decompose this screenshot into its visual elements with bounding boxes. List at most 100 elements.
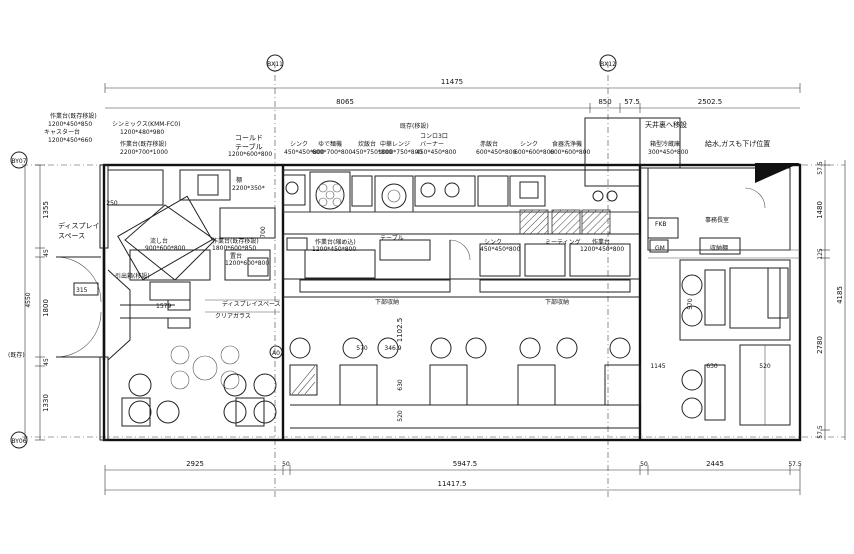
dim-seg-c: 57.5 — [624, 98, 640, 106]
marker-by07: BY07 — [11, 158, 26, 165]
label-burner-size: 450*450*800 — [416, 149, 457, 156]
label-clear: クリアガラス — [215, 312, 251, 320]
label-sakugyoudai2: 作業台(既存移設) — [120, 140, 167, 148]
label-jimu: 事務長室 — [705, 216, 729, 224]
left-dining — [121, 345, 277, 427]
dim-bottom-f: 57.5 — [788, 461, 802, 468]
label-cold-size: 1200*600*800 — [228, 151, 272, 158]
label-space: スペース — [58, 232, 85, 240]
dim-left-1: 1355 — [42, 201, 50, 219]
entrance-doors — [55, 256, 102, 358]
label-bx-left: (既存) — [8, 351, 25, 359]
equipment-labels: 作業台(既存移設) 1200*450*850 キャスター台 1200*450*6… — [8, 112, 770, 359]
label-sink3-size: 450*450*800 — [480, 246, 521, 253]
label-kitchenmix: シンミックス(KMM-FC0) — [112, 121, 180, 128]
dim-seg-a: 8065 — [336, 98, 354, 106]
label-sink1-size: 450*450*800 — [284, 149, 325, 156]
label-display: ディスプレイ — [58, 221, 100, 230]
marker-bx12: BX12 — [600, 61, 616, 68]
dim-r-630: 630 — [706, 363, 718, 370]
dimension-texts: 11475 8065 850 57.5 2502.5 2925 50 5947.… — [25, 78, 844, 488]
dim-right-1: 57.5 — [817, 161, 824, 175]
label-aka-size: 600*450*800 — [476, 149, 517, 156]
label-yude: ゆで麺機 — [318, 140, 342, 148]
label-sakugyoudai5: 作業台 — [592, 238, 610, 246]
kitchen-counter-lower — [282, 233, 641, 298]
dim-left-4: 45 — [43, 358, 50, 366]
label-aka: 赤飯台 — [480, 140, 498, 148]
dim-bottom-d: 50 — [640, 461, 648, 468]
dim-250: 250 — [106, 200, 118, 207]
label-sakugyoudai3-size: 1800*600*850 — [212, 245, 256, 252]
label-1315: 315 — [76, 287, 88, 294]
dim-mid-5: 520 — [397, 410, 404, 422]
label-sakugyoudai4: 作業台(縮め込) — [315, 238, 356, 246]
counter-seating — [289, 337, 641, 429]
dim-right-5: 57.5 — [817, 425, 824, 439]
dim-bottom-e: 2445 — [706, 460, 724, 468]
label-shokki-size: 600*600*800 — [550, 149, 591, 156]
dim-left-3: 1800 — [42, 299, 50, 317]
label-chuka-size: 1000*750*800 — [378, 149, 422, 156]
dim-mid-4: 630 — [397, 379, 404, 391]
label-table2: テーブル — [380, 234, 404, 242]
dim-total-top: 11475 — [441, 78, 463, 86]
label-sakugyoudai2-size: 2200*700*1000 — [120, 149, 168, 156]
grid-markers — [10, 54, 617, 449]
label-kitchenmix-size: 1200*480*980 — [120, 129, 164, 136]
label-gas: 給水,ガスも下げ位置 — [705, 139, 770, 148]
label-caster-size: 1200*450*660 — [48, 137, 92, 144]
label-burner: バーナー — [420, 141, 444, 148]
label-hako-size: 300*450*800 — [648, 149, 689, 156]
dim-r-1145: 1145 — [650, 363, 665, 370]
dim-seg-b: 850 — [598, 98, 611, 106]
left-area — [107, 169, 280, 361]
label-sakugyoudai1: 作業台(既存移設) — [50, 112, 97, 120]
dim-left-2: 45 — [43, 249, 50, 257]
marker-bx11: BX11 — [267, 61, 283, 68]
label-cold2: テーブル — [235, 142, 263, 151]
label-oriba-size: 1200*600*800 — [225, 260, 269, 267]
dim-right-2: 1480 — [816, 201, 824, 219]
dim-mid-3: 346.9 — [384, 345, 401, 352]
label-hako: 箱型冷蔵庫 — [650, 140, 680, 148]
label-sink2-size: 600*600*800 — [514, 149, 555, 156]
dim-seg-d: 2502.5 — [698, 98, 723, 106]
label-gm: GM — [655, 245, 665, 252]
label-tenjou: 天井裏へ移設 — [645, 120, 687, 129]
label-hikidashi: 引出箱(移設) — [115, 272, 150, 280]
label-setup: ミーティング — [545, 238, 581, 246]
dim-bottom-c: 5947.5 — [453, 460, 478, 468]
label-sakugyoudai1-size: 1200*450*850 — [48, 121, 92, 128]
label-cold: コールド — [235, 134, 263, 142]
marker-by06: BY06 — [11, 438, 26, 445]
top-dimensions — [104, 83, 801, 113]
label-1579: 1579 — [156, 303, 171, 310]
dim-r-520: 520 — [759, 363, 771, 370]
label-oriba: 置台 — [230, 252, 242, 260]
label-sakugyoudai4-size: 1200*450*800 — [312, 246, 356, 253]
label-caster: キャスター台 — [44, 128, 80, 136]
dim-r-570: 570 — [687, 298, 694, 310]
kitchen-counter-top — [282, 169, 641, 235]
dim-mid-2: 570 — [356, 345, 368, 352]
dim-bottom-b: 50 — [282, 461, 290, 468]
marker-a0: A0 — [272, 350, 280, 357]
label-shita2: 下部収納 — [545, 298, 569, 306]
dim-bottom-a: 2925 — [186, 460, 204, 468]
dim-right-3: 125 — [817, 248, 824, 260]
label-sekidai: 炊飯台 — [358, 140, 376, 148]
label-nagashi: 流し台 — [150, 237, 168, 245]
label-shuno: 収納棚 — [710, 244, 728, 252]
label-yude-size: 600*700*800 — [312, 149, 353, 156]
dim-right-4: 2780 — [816, 336, 824, 354]
label-tana-size: 2200*350* — [232, 185, 265, 192]
label-shokki: 食器洗浄機 — [552, 140, 582, 148]
dim-700: 700 — [260, 226, 267, 238]
label-tana: 棚 — [236, 176, 242, 184]
label-konro: コンロ3口 — [420, 133, 448, 140]
label-chuka: 中華レンジ — [380, 140, 410, 148]
label-sakugyoudai3: 作業台(既存移設) — [212, 237, 259, 245]
dim-total-bottom: 11417.5 — [438, 480, 467, 488]
